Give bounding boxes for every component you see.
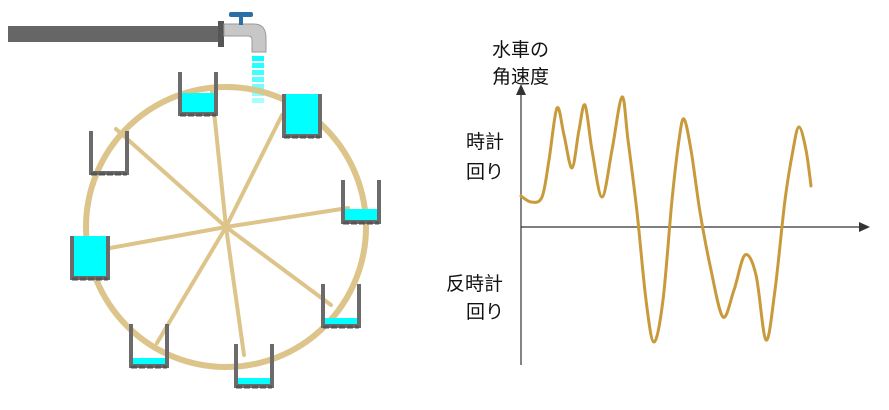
bucket-water	[286, 94, 318, 136]
faucet-handle	[229, 12, 253, 17]
water-drop-row	[252, 84, 264, 89]
water-drop-row	[252, 98, 264, 103]
faucet-body	[223, 23, 267, 53]
faucet-handle-stem	[239, 14, 243, 25]
bucket-water	[74, 236, 106, 278]
angular-velocity-graph: 水車の 角速度 時計 回り 反時計 回り	[446, 39, 870, 365]
wheel-spoke	[114, 127, 228, 229]
clockwise-label-line2: 回り	[466, 161, 504, 183]
wheel-spoke	[224, 225, 246, 357]
y-axis-label-line2: 角速度	[492, 66, 549, 88]
wheel-spoke	[224, 206, 350, 229]
counterclockwise-label-line2: 回り	[466, 301, 504, 323]
bucket	[321, 284, 361, 329]
bucket-water	[182, 93, 214, 114]
waterwheel	[70, 72, 381, 389]
clockwise-label-line1: 時計	[466, 131, 504, 153]
y-axis-arrowhead	[516, 84, 526, 95]
water-stream	[252, 56, 264, 103]
wheel-spoke	[155, 225, 228, 345]
wheel-spoke	[224, 225, 333, 307]
water-drop-row	[252, 63, 264, 68]
bucket-water	[345, 209, 377, 222]
x-axis-arrowhead	[859, 222, 870, 232]
bucket-water	[238, 378, 270, 386]
bucket	[178, 72, 218, 117]
water-drop-row	[252, 77, 264, 82]
wheel-spoke	[224, 113, 284, 229]
water-pipe	[8, 26, 222, 42]
bucket	[70, 236, 110, 281]
counterclockwise-label-line1: 反時計	[446, 273, 503, 295]
water-drop-row	[252, 56, 264, 61]
wheel-buckets	[70, 72, 381, 389]
wheel-spoke	[97, 225, 228, 252]
bucket	[341, 180, 381, 225]
bucket	[234, 344, 274, 389]
pipe-flange	[218, 21, 224, 47]
faucet-assembly	[8, 12, 267, 53]
bucket-water	[133, 358, 165, 366]
wheel-rim	[83, 84, 369, 370]
water-drop-row	[252, 70, 264, 75]
bucket	[282, 94, 322, 139]
angular-velocity-curve	[519, 95, 813, 344]
bucket	[89, 131, 129, 176]
y-axis-label-line1: 水車の	[492, 39, 549, 61]
bucket	[129, 324, 169, 369]
bucket-water	[325, 318, 357, 326]
